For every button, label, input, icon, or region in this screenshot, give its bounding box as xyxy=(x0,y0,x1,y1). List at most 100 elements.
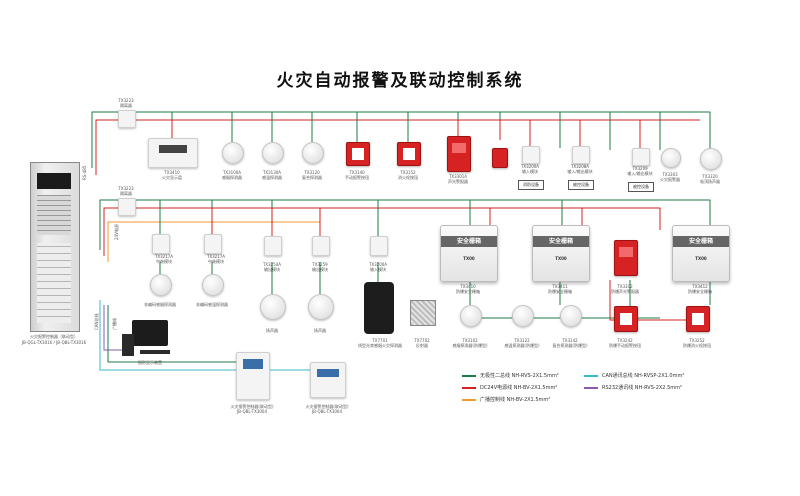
legend-label: 广播控制线 xyxy=(480,397,506,403)
second-row-1-name: 中继模块 xyxy=(208,259,224,264)
ex-device-2-code: TX3252 xyxy=(689,338,705,343)
isolator-module-mid xyxy=(118,198,136,216)
control-cabinet xyxy=(30,162,80,332)
safety-box-tag: TX00 xyxy=(695,256,707,261)
display-screen xyxy=(159,145,187,153)
legend-swatch xyxy=(584,374,598,377)
third-row-2-name: 扬声器 xyxy=(266,328,278,333)
beam2-code: TX7702 xyxy=(414,338,430,343)
wire-red-low xyxy=(609,280,690,321)
legend-item-4: RS232通讯线 NH-RVS-2X2.5mm² xyxy=(584,384,682,391)
red-signal-device xyxy=(492,148,508,168)
second-row-1-code: TX3217A xyxy=(206,254,226,259)
legend-label: 无极性二总线 xyxy=(480,373,511,379)
safety-barrier-box-a: 安全栅箱 TX00 xyxy=(440,225,498,282)
safety-c-name: 防爆安全栅箱 xyxy=(688,289,712,294)
top-device-0-code: TX3410 xyxy=(164,170,180,175)
io-module-b xyxy=(632,148,650,166)
isolator-top-name: 隔离器 xyxy=(120,103,132,108)
ex-strobe-lens xyxy=(619,247,633,257)
legend-spec: NH-RVSP-2X1.0mm² xyxy=(634,373,685,379)
input-module xyxy=(522,146,540,164)
second-row-0-code: TX3217A xyxy=(154,254,174,259)
safety-box-head: 安全栅箱 xyxy=(673,236,729,247)
top-device-1-code: TX3100A xyxy=(222,170,242,175)
wire-red-drops-mid xyxy=(211,208,583,236)
third-row-3-name: 扬声器 xyxy=(314,328,326,333)
safety-b-name: 防爆安全栅箱 xyxy=(548,289,572,294)
panel-screen xyxy=(243,359,263,369)
nonaddress-smoke-detector xyxy=(150,274,172,296)
ceiling-speaker xyxy=(700,148,722,170)
ex-heat-detector xyxy=(512,305,534,327)
mid-module-1-name: 输入/输出模块 xyxy=(567,169,593,174)
beam2-name: 反射器 xyxy=(416,343,428,348)
smoke-detector xyxy=(222,142,244,164)
third-row-0-name: 非编码感烟探测器 xyxy=(144,302,176,307)
wire-red-top xyxy=(95,119,700,175)
legend-swatch xyxy=(584,386,598,389)
safety-b-code: TX3411 xyxy=(552,284,568,289)
io-module-a xyxy=(572,146,590,164)
nonaddress-heat-detector xyxy=(202,274,224,296)
second-row-3-name: 输出模块 xyxy=(312,267,328,272)
top-device-4-code: TX3140 xyxy=(349,170,365,175)
panel-screen xyxy=(317,369,339,377)
top-device-5-name: 消火栓按钮 xyxy=(398,175,418,180)
hydrant-button-window xyxy=(403,148,415,160)
wire-label-can: CAN总线 xyxy=(94,313,99,330)
mid-module-1-code: TX3208A xyxy=(570,164,590,169)
legend-label: CAN通讯总线 xyxy=(602,373,633,379)
safety-barrier-box-c: 安全栅箱 TX00 xyxy=(672,225,730,282)
safety-a-name: 防爆安全栅箱 xyxy=(456,289,480,294)
wire-green-low2 xyxy=(107,305,260,363)
ex-manual-call-point xyxy=(614,306,638,332)
wire-label-broadcast: 广播线 xyxy=(112,318,117,330)
box-label: 消防设备 xyxy=(523,182,539,187)
relay-module-b xyxy=(204,234,222,254)
isolator-top-code: TX3223 xyxy=(118,98,134,103)
wall-panel-a xyxy=(236,352,270,400)
wire-green-mid xyxy=(99,199,711,250)
safety-barrier-box-b: 安全栅箱 TX00 xyxy=(532,225,590,282)
legend-spec: NH-RVS-2X2.5mm² xyxy=(634,385,683,391)
ex-device-0-code: TX3302 xyxy=(617,284,633,289)
output-module-b xyxy=(312,236,330,256)
cabinet-label-2: JB-QGL-TX3016 / JB-QBL-TX3016 xyxy=(21,340,87,345)
relay-module-a xyxy=(152,234,170,254)
top-device-2-code: TX3130A xyxy=(262,170,282,175)
isolator-module-top xyxy=(118,110,136,128)
legend-swatch xyxy=(462,386,476,389)
safety-box-tag: TX00 xyxy=(463,256,475,261)
bottom-0-name: 感烟探测器(防爆型) xyxy=(452,343,488,348)
wire-label-rs485: RS-485 xyxy=(82,165,87,180)
ex-strobe-alarm xyxy=(614,240,638,276)
top-device-3-name: 复合探测器 xyxy=(302,175,322,180)
legend-swatch xyxy=(462,374,476,377)
computer-name: 图形显示装置 xyxy=(138,360,162,365)
wire-red-mid xyxy=(103,207,661,256)
top-device-0-name: 火灾显示盘 xyxy=(162,175,182,180)
ex-hydrant-button xyxy=(686,306,710,332)
panel-b-line1: 火灾报警控制器(联动型) xyxy=(305,404,349,409)
strobe-lens xyxy=(452,143,466,153)
second-row-2-code: TX3254A xyxy=(262,262,282,267)
wire-green-drops-top xyxy=(171,112,711,150)
second-row-4-name: 输入模块 xyxy=(370,267,386,272)
top-device-5-code: TX3152 xyxy=(400,170,416,175)
page-title: 火灾自动报警及联动控制系统 xyxy=(276,71,524,91)
wall-panel-b xyxy=(310,362,346,398)
panel-b-line2: JB-QBL-TX3004 xyxy=(311,409,343,414)
second-row-4-code: TX3200A xyxy=(368,262,388,267)
speaker-b xyxy=(308,294,334,320)
manual-call-point xyxy=(346,142,370,166)
panel-a-line2: JB-QBL-TX3004 xyxy=(236,409,268,414)
panel-a-line1: 火灾报警控制器(联动型) xyxy=(230,404,274,409)
ex-device-1-code: TX3242 xyxy=(617,338,633,343)
legend-label: RS232通讯线 xyxy=(602,385,634,391)
bottom-1-name: 感温探测器(防爆型) xyxy=(504,343,540,348)
fire-display-panel xyxy=(148,138,198,168)
ex-combo-detector xyxy=(560,305,582,327)
box-label: 被控设备 xyxy=(633,184,649,189)
